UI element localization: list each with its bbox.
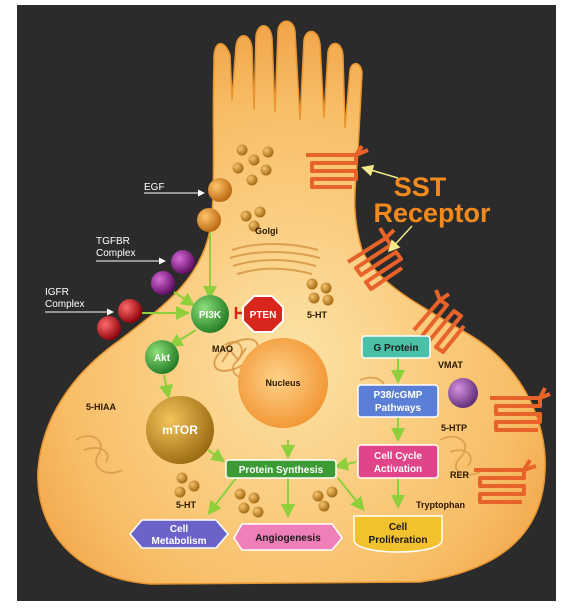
igfr-ligand-1: [118, 299, 142, 323]
mao-label: MAO: [212, 344, 233, 354]
p38-label-2: Pathways: [375, 403, 422, 414]
vmat-transporter: [448, 378, 478, 408]
five-ht-bottom-label: 5-HT: [176, 500, 197, 510]
egf-ligand-2: [197, 208, 221, 232]
pten-label: PTEN: [250, 310, 277, 321]
five-htp-label: 5-HTP: [441, 423, 467, 433]
cell-cycle-label-1: Cell Cycle: [374, 451, 422, 462]
akt-label: Akt: [154, 353, 171, 364]
tgfbr-label-1: TGFBR: [96, 236, 130, 247]
tgfbr-ligand-1: [171, 250, 195, 274]
rer-label: RER: [450, 470, 470, 480]
pi3k-label: PI3K: [199, 310, 222, 321]
angiogenesis-label: Angiogenesis: [255, 533, 321, 544]
cell-metabolism-label-2: Metabolism: [151, 536, 206, 547]
egf-label: EGF: [144, 182, 165, 193]
tgfbr-label-2: Complex: [96, 248, 135, 259]
cell-metabolism-label-1: Cell: [170, 524, 189, 535]
nucleus-label: Nucleus: [265, 378, 300, 388]
five-ht-top-label: 5-HT: [307, 310, 328, 320]
tgfbr-ligand-2: [151, 271, 175, 295]
protein-synthesis-label: Protein Synthesis: [239, 465, 324, 476]
five-hiaa-label: 5-HIAA: [86, 402, 117, 412]
title-receptor: Receptor: [373, 198, 491, 228]
vmat-label: VMAT: [438, 360, 463, 370]
igfr-label-2: Complex: [45, 299, 84, 310]
igfr-label-1: IGFR: [45, 287, 69, 298]
igfr-ligand-2: [97, 316, 121, 340]
cell-proliferation-label-1: Cell: [389, 522, 408, 533]
g-protein-label: G Protein: [373, 343, 418, 354]
mtor-label: mTOR: [162, 423, 198, 437]
cell-cycle-label-2: Activation: [374, 464, 422, 475]
p38-label-1: P38/cGMP: [374, 390, 423, 401]
cell-proliferation-label-2: Proliferation: [369, 535, 428, 546]
egf-ligand-1: [208, 178, 232, 202]
golgi-label: Golgi: [255, 226, 278, 236]
tryptophan-label: Tryptophan: [416, 500, 465, 510]
